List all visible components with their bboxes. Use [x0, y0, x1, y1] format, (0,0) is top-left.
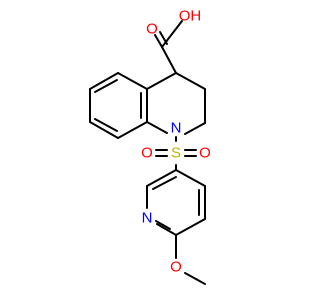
bond-c6-c5-inner — [94, 79, 118, 93]
bond-py-c5-c6 — [175, 218, 206, 236]
bond-py-c3-c4 — [175, 169, 206, 187]
atom-sulfur: S — [171, 145, 181, 162]
bond-o-methyl — [184, 272, 206, 285]
bond-c6-c5 — [89, 72, 119, 90]
bond-py-c6-n-inner — [155, 220, 171, 230]
bond-c8-c7 — [89, 121, 119, 139]
atom-hydroxyl: OH — [179, 8, 202, 25]
bond-py-c2-c3-inner — [152, 176, 177, 190]
bond-c5-c4a — [117, 72, 148, 90]
atom-pyridine-nitrogen: N — [142, 210, 153, 227]
bond-py-c6-n — [156, 223, 177, 236]
bond-c4a-c4 — [146, 72, 177, 90]
bond-n1-c8a — [146, 121, 168, 134]
atom-ring-nitrogen: N — [171, 120, 182, 137]
structure-canvas: O OH N S O O N O — [89, 8, 211, 285]
atom-sulfonyl-oxygen-left: O — [141, 145, 153, 162]
atom-carbonyl-oxygen: O — [146, 21, 158, 38]
bond-c2-n1 — [184, 122, 206, 135]
bond-c8a-c8 — [117, 121, 148, 139]
atom-sulfonyl-oxygen-right: O — [199, 145, 211, 162]
molecule-drawing: O OH N S O O N O — [89, 8, 211, 285]
bond-py-c2-c3 — [146, 169, 177, 187]
bond-c4-cooh — [161, 46, 177, 74]
bond-c4-c3 — [175, 72, 206, 90]
atom-methoxy-oxygen: O — [170, 259, 182, 276]
bond-c-oh — [161, 20, 183, 48]
bond-c-o-double-a — [154, 34, 163, 48]
bond-c8-c7-inner — [94, 118, 118, 132]
